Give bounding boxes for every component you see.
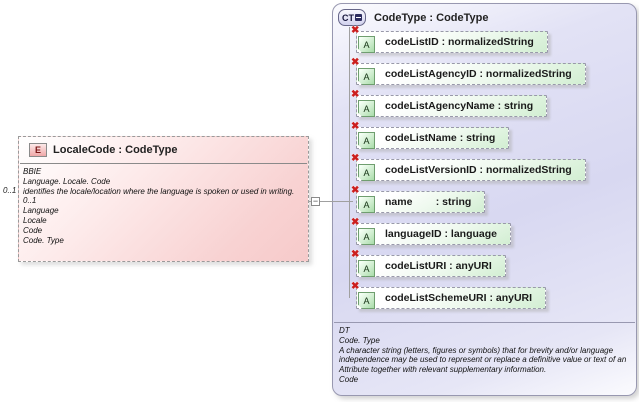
- complextype-icon-label: CT: [342, 12, 354, 23]
- element-header: E LocaleCode : CodeType: [19, 137, 308, 163]
- annotation-line: identifies the locale/location where the…: [23, 186, 295, 196]
- attribute-label: codeListVersionID : normalizedString: [356, 159, 586, 181]
- ct-minus-icon: [355, 14, 362, 21]
- complextype-header: CT CodeType : CodeType: [338, 9, 489, 26]
- attribute-icon: A: [358, 100, 375, 117]
- annotation-line: Code. Type: [23, 235, 64, 245]
- collapse-toggle[interactable]: −: [311, 196, 320, 206]
- annotation-line: Language. Locale. Code: [23, 176, 111, 186]
- header-divider: [20, 163, 307, 164]
- attribute-icon: A: [358, 132, 375, 149]
- annotation-line: DT: [339, 326, 350, 335]
- attribute-icon: A: [358, 196, 375, 213]
- attribute-icon: A: [358, 260, 375, 277]
- annotation-line: 0..1: [23, 196, 37, 206]
- connector-line: [308, 201, 353, 202]
- prohibited-icon: ✖: [351, 185, 360, 196]
- annotation-line: A character string (letters, figures or …: [339, 345, 627, 375]
- attribute-icon: A: [358, 164, 375, 181]
- attribute-label: codeListAgencyName : string: [356, 95, 548, 117]
- attribute-label: codeListAgencyID : normalizedString: [356, 63, 586, 85]
- annotation-line: Code: [339, 374, 359, 384]
- attribute-label: codeListID : normalizedString: [356, 31, 548, 53]
- attribute-icon: A: [358, 36, 375, 53]
- prohibited-icon: ✖: [351, 217, 360, 228]
- annotation-line: Locale: [23, 215, 47, 225]
- cardinality-label: 0..1: [3, 186, 17, 195]
- prohibited-icon: ✖: [351, 57, 360, 68]
- prohibited-icon: ✖: [351, 89, 360, 100]
- annotation-line: Code. Type: [339, 335, 380, 345]
- attribute-tree-line: [349, 27, 350, 298]
- prohibited-icon: ✖: [351, 153, 360, 164]
- prohibited-icon: ✖: [351, 249, 360, 260]
- element-icon: E: [29, 143, 47, 157]
- complextype-title: CodeType : CodeType: [374, 11, 489, 24]
- attribute-icon: A: [358, 292, 375, 309]
- attribute-label: codeListURI : anyURI: [356, 255, 506, 277]
- attribute-icon: A: [358, 68, 375, 85]
- annotation-line: Code: [23, 225, 43, 235]
- element-title: LocaleCode : CodeType: [53, 144, 178, 156]
- annotation-line: BBIE: [23, 167, 42, 176]
- prohibited-icon: ✖: [351, 121, 360, 132]
- annotation-divider: [334, 322, 635, 323]
- attribute-label: codeListSchemeURI : anyURI: [356, 287, 547, 309]
- annotation-line: Language: [23, 206, 59, 216]
- attribute-label: languageID : language: [356, 223, 512, 245]
- attribute-icon: A: [358, 228, 375, 245]
- attribute-label: codeListName : string: [356, 127, 510, 149]
- complextype-icon: CT: [338, 9, 366, 26]
- prohibited-icon: ✖: [351, 281, 360, 292]
- prohibited-icon: ✖: [351, 25, 360, 36]
- attribute-label: name : string: [356, 191, 486, 213]
